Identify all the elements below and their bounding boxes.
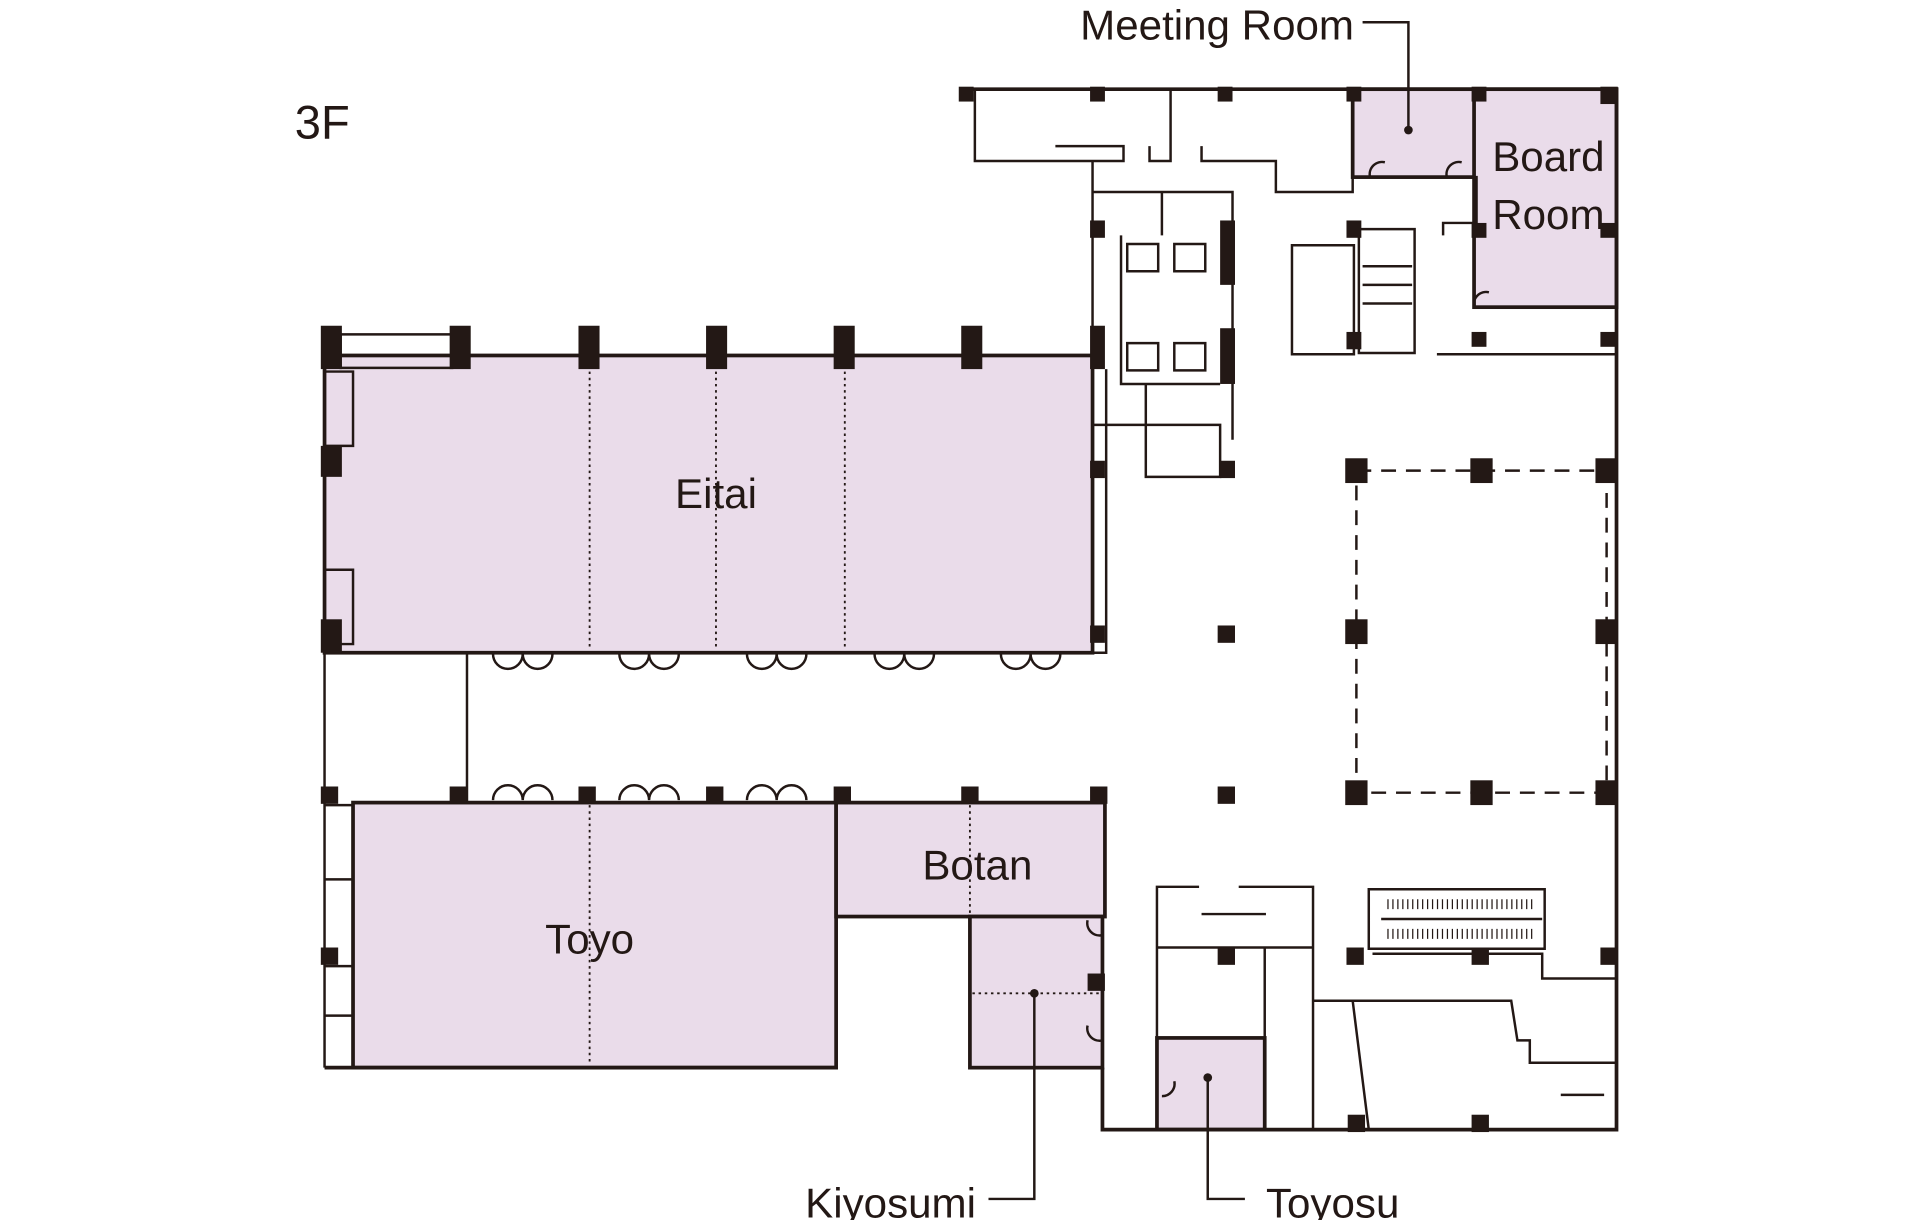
column bbox=[1090, 786, 1108, 804]
escalator-steps bbox=[1387, 899, 1536, 939]
column bbox=[1345, 619, 1368, 645]
column bbox=[1220, 328, 1235, 384]
callout-leader-meeting bbox=[1362, 21, 1410, 131]
column bbox=[578, 325, 600, 370]
column bbox=[1470, 780, 1493, 806]
door-icon bbox=[491, 653, 554, 670]
column bbox=[1470, 458, 1493, 484]
outer-wall bbox=[962, 87, 1619, 1132]
column bbox=[1090, 220, 1105, 238]
column bbox=[833, 786, 851, 804]
door-icon bbox=[745, 653, 808, 670]
column bbox=[1346, 947, 1364, 965]
column bbox=[1600, 331, 1616, 347]
column bbox=[1217, 947, 1235, 965]
column bbox=[449, 325, 471, 370]
column bbox=[1345, 458, 1368, 484]
callout-toyosu: Toyosu bbox=[1266, 1180, 1399, 1220]
column bbox=[320, 445, 342, 477]
eitai-partitions bbox=[588, 359, 846, 651]
open-area-outline bbox=[1355, 469, 1608, 794]
column bbox=[1087, 973, 1105, 991]
room-label-board-1: Board bbox=[1492, 133, 1604, 180]
column bbox=[706, 325, 728, 370]
column bbox=[1347, 1114, 1366, 1133]
door-icon bbox=[1086, 160, 1490, 1098]
column bbox=[833, 325, 855, 370]
room-meeting[interactable] bbox=[1350, 87, 1479, 179]
callout-dot-meeting bbox=[1404, 125, 1413, 135]
room-eitai[interactable] bbox=[322, 353, 1095, 655]
column bbox=[320, 325, 342, 370]
door-icon bbox=[491, 784, 554, 801]
column bbox=[1346, 220, 1362, 238]
column bbox=[1217, 625, 1235, 643]
column bbox=[1345, 780, 1368, 806]
column bbox=[449, 786, 467, 804]
column bbox=[961, 786, 979, 804]
door-icon bbox=[618, 653, 681, 670]
column bbox=[1600, 222, 1616, 238]
column bbox=[1471, 1114, 1489, 1133]
column bbox=[1090, 460, 1105, 479]
room-board[interactable] bbox=[1472, 87, 1619, 310]
column bbox=[1090, 325, 1105, 370]
callout-leader-kiyosumi bbox=[988, 993, 1036, 1201]
door-icon bbox=[873, 653, 936, 670]
door-icon bbox=[999, 653, 1062, 670]
column bbox=[706, 786, 724, 804]
escalator-icon bbox=[1367, 888, 1546, 950]
callout-meeting-room: Meeting Room bbox=[1080, 2, 1354, 49]
column bbox=[1471, 222, 1487, 238]
structural-columns bbox=[320, 86, 1618, 1133]
column bbox=[1346, 331, 1362, 350]
column bbox=[1220, 460, 1235, 479]
room-toyosu[interactable] bbox=[1155, 1036, 1267, 1132]
column bbox=[1595, 780, 1618, 806]
room-label-eitai: Eitai bbox=[675, 470, 757, 517]
column bbox=[1600, 947, 1618, 965]
column bbox=[1090, 86, 1105, 102]
column bbox=[1217, 86, 1233, 102]
column bbox=[1595, 619, 1618, 645]
column bbox=[1220, 220, 1235, 285]
column bbox=[1090, 625, 1105, 643]
callout-kiyosumi: Kiyosumi bbox=[805, 1180, 976, 1220]
room-label-board-2: Room bbox=[1492, 191, 1604, 238]
column bbox=[1471, 947, 1489, 965]
callout-leader-toyosu bbox=[1206, 1077, 1245, 1201]
callout-dot-kiyosumi bbox=[1029, 989, 1039, 998]
column bbox=[320, 786, 339, 804]
door-icons bbox=[491, 160, 1490, 1098]
column bbox=[958, 86, 974, 102]
elevator-icons bbox=[1125, 242, 1207, 372]
column bbox=[320, 619, 342, 653]
column bbox=[961, 325, 983, 370]
column bbox=[320, 947, 339, 965]
column bbox=[1595, 458, 1618, 484]
stairs-icon bbox=[1357, 227, 1416, 355]
door-icon bbox=[745, 784, 808, 801]
room-label-toyo: Toyo bbox=[545, 916, 634, 963]
door-icon bbox=[618, 784, 681, 801]
room-label-botan: Botan bbox=[922, 841, 1032, 888]
column bbox=[1471, 331, 1487, 347]
column bbox=[1217, 786, 1235, 804]
column bbox=[1471, 86, 1487, 102]
column bbox=[578, 786, 596, 804]
callout-dot-toyosu bbox=[1203, 1073, 1213, 1082]
column bbox=[1346, 86, 1362, 102]
column bbox=[1600, 86, 1618, 105]
floor-label: 3F bbox=[295, 96, 350, 149]
